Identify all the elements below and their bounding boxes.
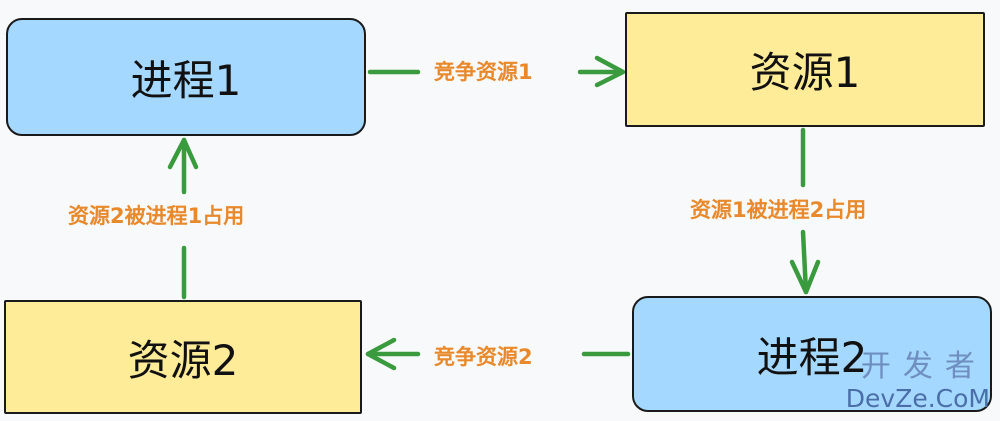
arrowhead-r1-to-p2: [789, 259, 821, 295]
process-2-label: 进程2: [756, 332, 868, 382]
resource-1-label: 资源1: [749, 48, 861, 97]
watermark: 开发者 DevZe.CoM: [845, 352, 990, 413]
arrowhead-r2-to-p1: [167, 137, 199, 170]
arrow-r1-to-p2-bottom: [800, 229, 809, 295]
resource-1-node: 资源1: [625, 12, 985, 127]
arrowhead-p1-to-r1: [594, 55, 626, 88]
arrowhead-p2-to-r2: [365, 337, 397, 371]
edge-label-resource-2-held: 资源2被进程1占用: [66, 200, 247, 230]
watermark-en: DevZe.CoM: [845, 384, 990, 413]
resource-2-label: 资源2: [127, 335, 239, 385]
process-2-node: 进程2: [632, 296, 992, 412]
process-1-node: 进程1: [6, 18, 366, 136]
watermark-cn: 开发者: [860, 349, 987, 384]
edge-label-resource-1-held: 资源1被进程2占用: [688, 194, 869, 224]
resource-2-node: 资源2: [4, 300, 362, 414]
edge-label-compete-resource-1: 竞争资源1: [432, 56, 535, 86]
edge-label-compete-resource-2: 竞争资源2: [432, 341, 535, 371]
process-1-label: 进程1: [130, 55, 242, 105]
